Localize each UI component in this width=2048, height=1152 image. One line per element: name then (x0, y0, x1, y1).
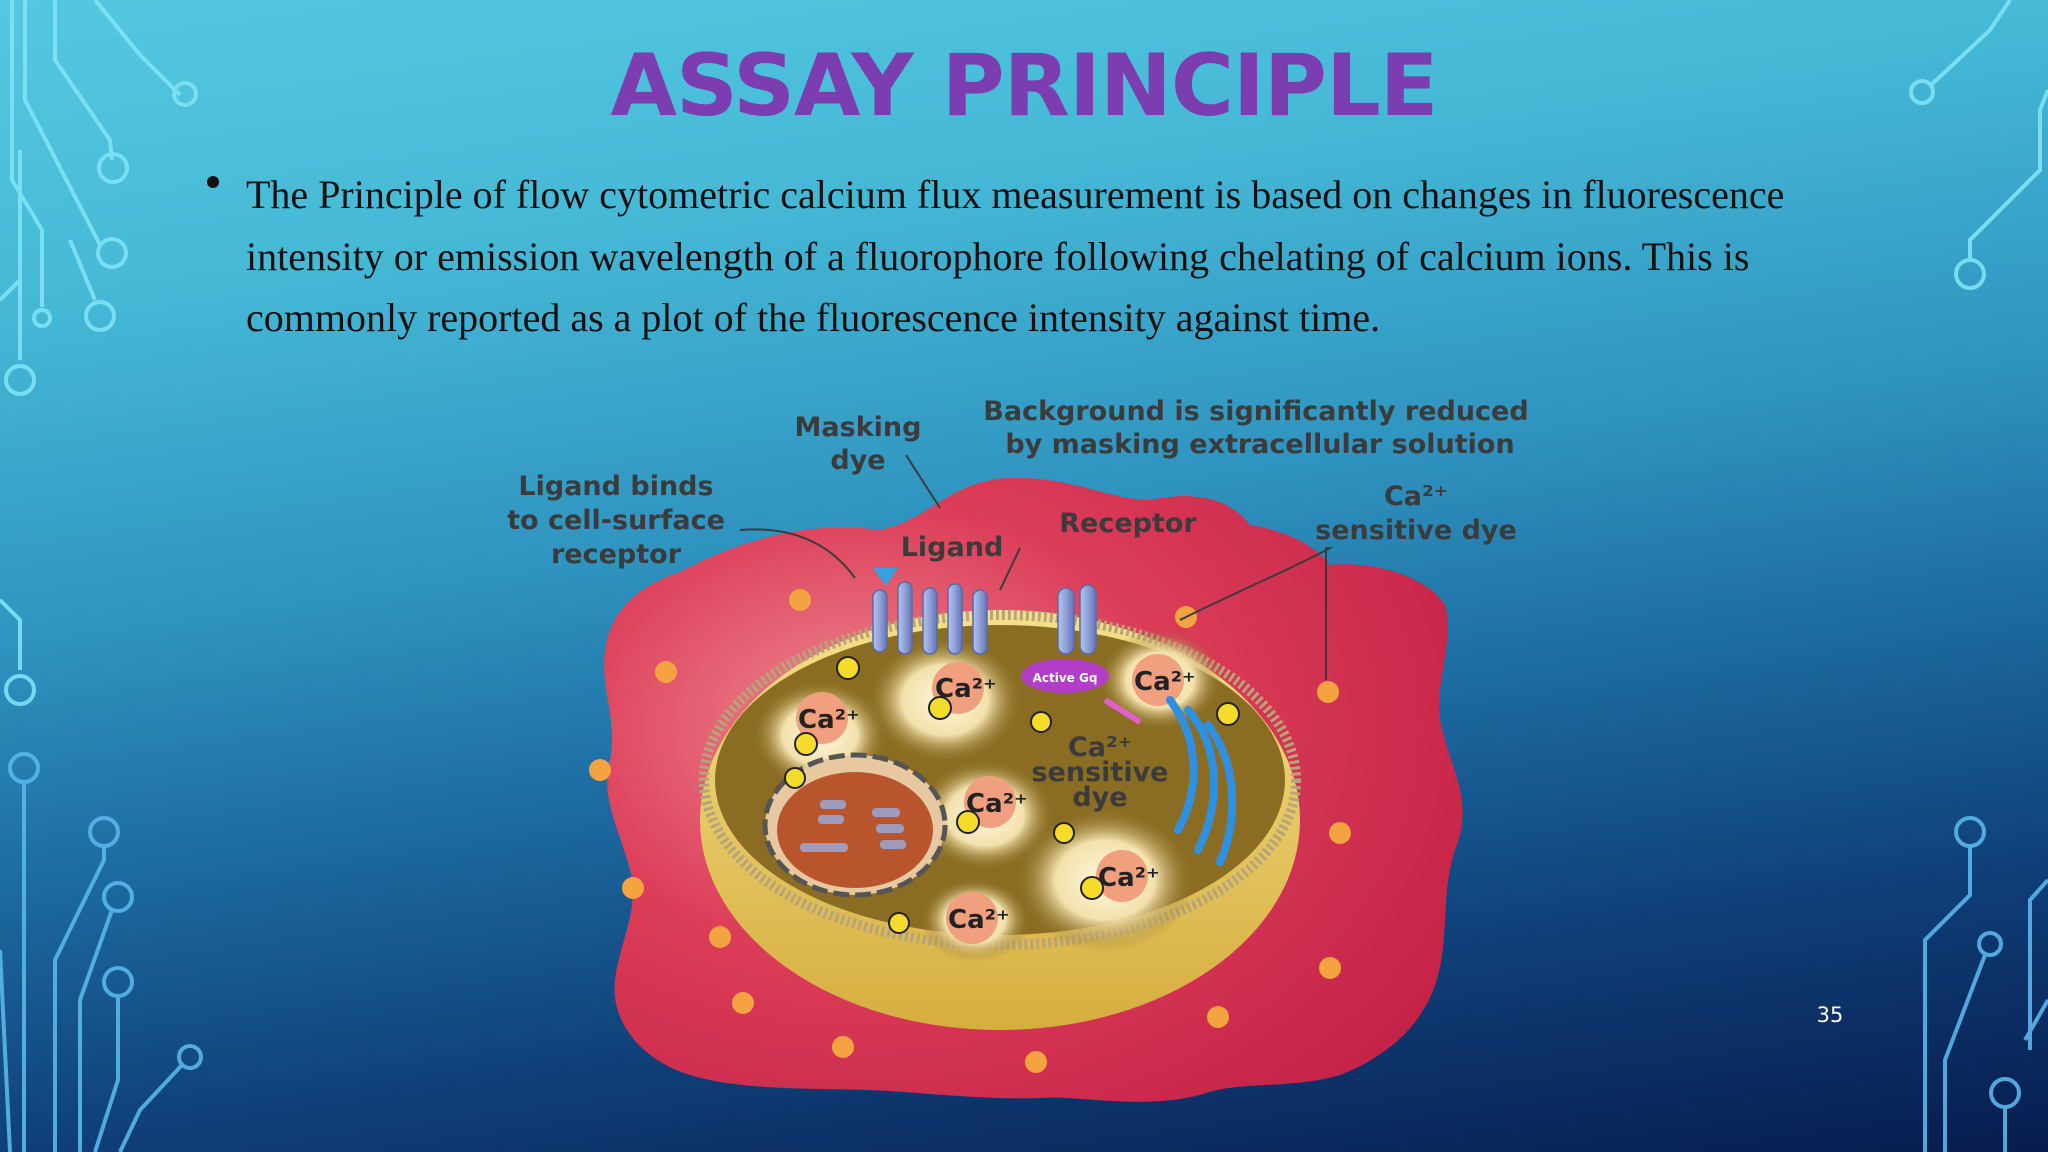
label-receptor: Receptor (1059, 508, 1197, 539)
label-ligand: Ligand (901, 532, 1004, 563)
signal-waves (1166, 696, 1237, 866)
calcium-store: Ca²⁺ (964, 776, 1028, 828)
intracellular-dye (784, 656, 1240, 934)
label-ca-dye-outer: sensitive dye (1315, 515, 1517, 546)
calcium-store: Ca²⁺ (1132, 654, 1196, 706)
ligand-icon (873, 568, 898, 586)
label-background: Background is significantly reduced (983, 396, 1528, 427)
extracellular-dye (589, 589, 1351, 1073)
svg-text:Active Gq: Active Gq (1033, 671, 1098, 685)
label-ca-dye-inner: dye (1072, 782, 1127, 813)
label-ca-dye-outer: Ca²⁺ (1384, 481, 1448, 512)
label-ligand-binds: receptor (551, 539, 682, 570)
calcium-store: Ca²⁺ (1096, 850, 1160, 902)
cell-membrane (699, 610, 1301, 950)
bullet-text: The Principle of flow cytometric calcium… (246, 172, 1785, 340)
label-ca-dye-inner: Ca²⁺ (1068, 732, 1132, 763)
page-number: 35 (1816, 1003, 1844, 1027)
svg-text:Ca²⁺: Ca²⁺ (1134, 667, 1196, 697)
organelle (762, 752, 948, 898)
label-ligand-binds: Ligand binds (518, 471, 713, 502)
svg-text:Ca²⁺: Ca²⁺ (1098, 863, 1160, 893)
label-masking-dye: dye (830, 445, 885, 476)
svg-text:Ca²⁺: Ca²⁺ (798, 705, 860, 735)
receptor-complex (872, 581, 1097, 655)
bullet-point-icon (207, 176, 219, 188)
active-gq: Active Gq (1021, 659, 1142, 725)
calcium-store: Ca²⁺ (946, 892, 1010, 944)
label-ligand-binds: to cell-surface (507, 505, 725, 536)
label-background: by masking extracellular solution (1005, 429, 1514, 460)
slide-title: ASSAY PRINCIPLE (610, 36, 1438, 136)
svg-text:Ca²⁺: Ca²⁺ (948, 905, 1010, 935)
label-ca-dye-inner: sensitive (1031, 757, 1168, 788)
label-pointer-lines (739, 454, 1334, 680)
label-masking-dye: Masking (795, 412, 922, 443)
calcium-store: Ca²⁺ (796, 692, 860, 744)
